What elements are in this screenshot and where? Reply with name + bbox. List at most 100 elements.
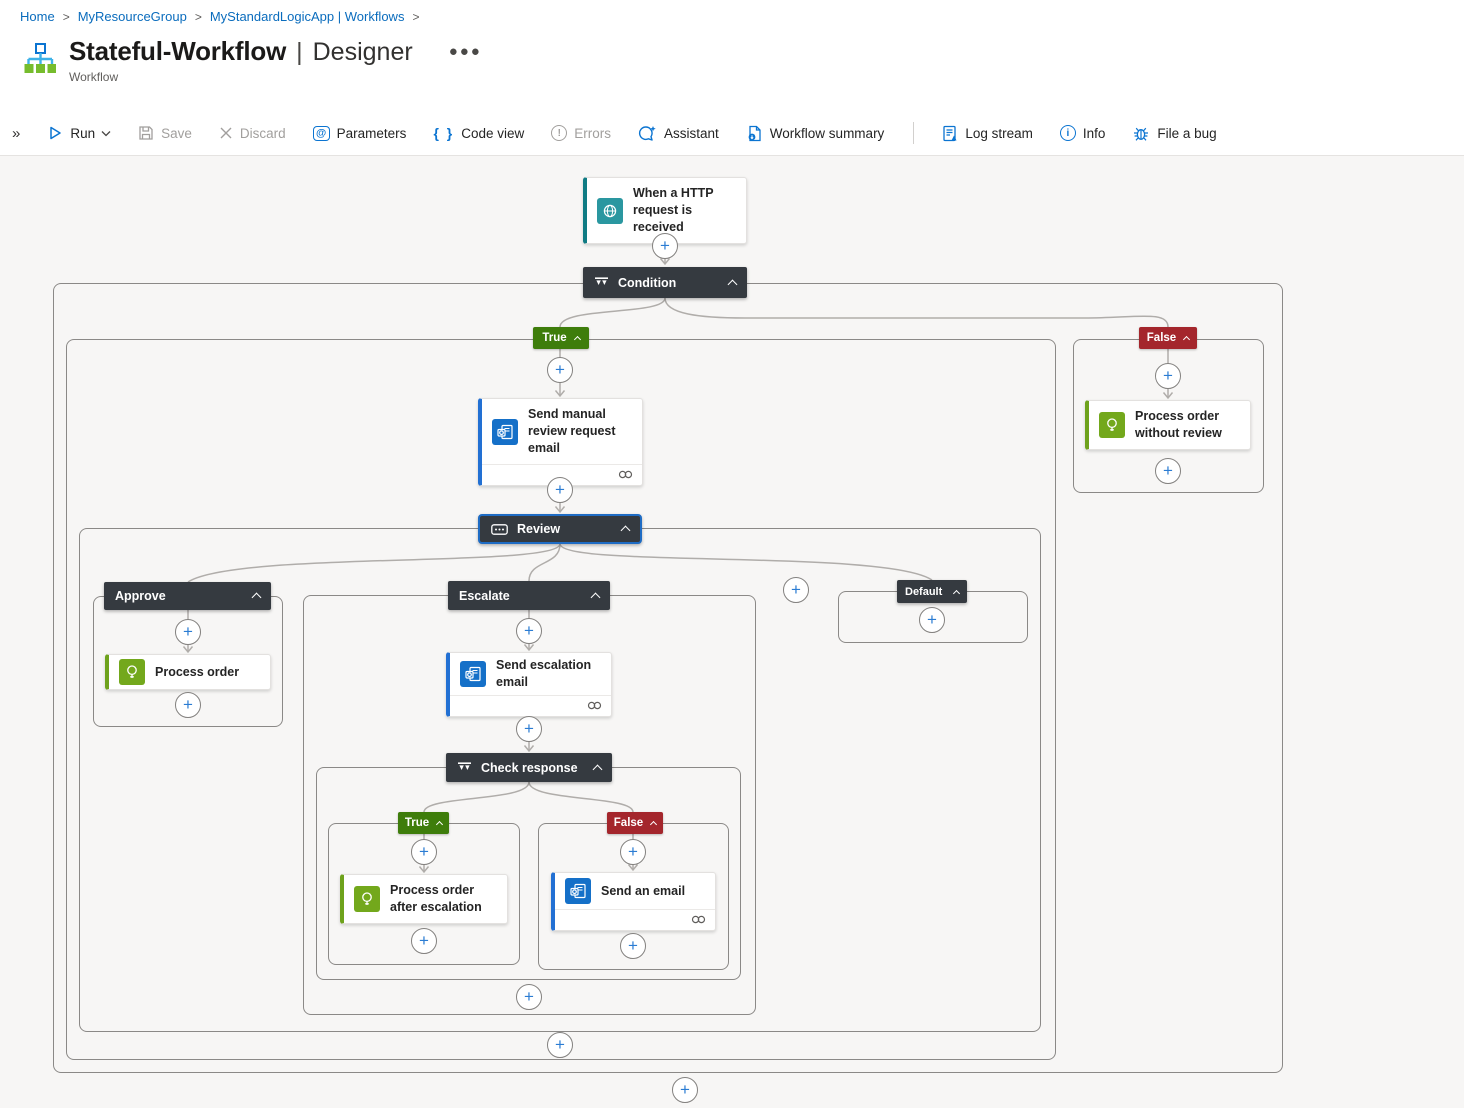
switch-icon: [491, 523, 508, 535]
inner-false-branch-badge[interactable]: False: [607, 812, 663, 834]
condition-title: Condition: [618, 275, 677, 290]
add-action-button[interactable]: +: [516, 716, 542, 742]
run-button[interactable]: Run: [47, 125, 111, 141]
review-switch-node[interactable]: Review: [478, 514, 642, 544]
collapse-chevron-icon[interactable]: [620, 525, 631, 536]
play-icon: [47, 125, 63, 141]
connection-link-icon[interactable]: [587, 697, 602, 715]
plus-icon: +: [555, 1035, 565, 1054]
node-title: Process order after escalation: [390, 883, 482, 914]
title-row: Stateful-Workflow | Designer ●●● Workflo…: [24, 36, 1464, 85]
process-order-after-escalation-node[interactable]: Process order after escalation: [340, 874, 508, 924]
title-view-label: Designer: [312, 38, 413, 66]
file-a-bug-label: File a bug: [1157, 125, 1217, 141]
condition-node[interactable]: Condition: [583, 267, 747, 298]
errors-button: ! Errors: [551, 125, 611, 141]
outlook-icon: [460, 661, 486, 687]
parameters-icon: @: [312, 125, 330, 141]
plus-icon: +: [660, 236, 670, 255]
plus-icon: +: [183, 695, 193, 714]
workflow-summary-icon: [746, 125, 763, 142]
add-action-button[interactable]: +: [175, 692, 201, 718]
plus-icon: +: [791, 580, 801, 599]
default-case-header[interactable]: Default: [897, 580, 967, 603]
discard-button: Discard: [219, 126, 286, 141]
add-case-button[interactable]: +: [783, 577, 809, 603]
errors-label: Errors: [574, 125, 612, 141]
process-icon: [119, 659, 145, 685]
node-title: Process order without review: [1135, 409, 1222, 440]
review-title: Review: [517, 522, 561, 536]
add-action-button[interactable]: +: [1155, 363, 1181, 389]
bug-icon: [1132, 125, 1150, 142]
code-view-button[interactable]: { } Code view: [433, 125, 524, 141]
page-title: Stateful-Workflow: [69, 36, 287, 66]
add-action-button[interactable]: +: [547, 477, 573, 503]
code-braces-icon: { }: [433, 125, 455, 141]
workflow-summary-button[interactable]: Workflow summary: [746, 125, 885, 142]
collapse-chevron-icon: [436, 820, 444, 829]
add-action-button[interactable]: +: [516, 618, 542, 644]
connection-link-icon[interactable]: [691, 911, 706, 929]
escalate-case-label: Escalate: [459, 588, 510, 603]
true-branch-badge[interactable]: True: [533, 327, 589, 349]
plus-icon: +: [927, 610, 937, 629]
condition-icon: [457, 761, 472, 774]
process-order-without-review-node[interactable]: Process order without review: [1085, 400, 1251, 450]
close-icon: [219, 126, 233, 140]
collapse-chevron-icon[interactable]: [592, 764, 603, 774]
add-action-button[interactable]: +: [175, 619, 201, 645]
assistant-button[interactable]: Assistant: [638, 125, 719, 142]
collapse-chevron-icon: [251, 592, 262, 603]
designer-canvas[interactable]: When a HTTP request is received Conditio…: [0, 156, 1464, 1108]
plus-icon: +: [628, 936, 638, 955]
add-action-button[interactable]: +: [1155, 458, 1181, 484]
breadcrumb-resource-group-link[interactable]: MyResourceGroup: [77, 9, 187, 24]
approve-case-header[interactable]: Approve: [104, 582, 271, 610]
process-icon: [1099, 412, 1125, 438]
send-an-email-node[interactable]: Send an email: [551, 872, 716, 931]
collapse-chevron-icon[interactable]: [727, 279, 738, 289]
collapse-chevron-icon: [573, 335, 581, 344]
more-options-icon[interactable]: ●●●: [448, 43, 482, 60]
add-action-button[interactable]: +: [672, 1077, 698, 1103]
toolbar-expand-icon[interactable]: »: [12, 124, 21, 142]
chevron-down-icon: [101, 130, 111, 137]
connection-link-icon[interactable]: [618, 466, 633, 484]
file-a-bug-button[interactable]: File a bug: [1132, 125, 1217, 142]
info-button[interactable]: i Info: [1059, 125, 1105, 141]
plus-icon: +: [555, 480, 565, 499]
trigger-node-http-request[interactable]: When a HTTP request is received: [583, 177, 747, 244]
title-divider: |: [296, 38, 303, 66]
inner-true-branch-badge[interactable]: True: [398, 812, 449, 834]
breadcrumb-separator-icon: >: [412, 9, 420, 24]
add-action-button[interactable]: +: [411, 928, 437, 954]
add-action-button[interactable]: +: [620, 839, 646, 865]
add-action-button[interactable]: +: [547, 1032, 573, 1058]
plus-icon: +: [1163, 461, 1173, 480]
check-response-node[interactable]: Check response: [446, 753, 612, 782]
breadcrumb-home-link[interactable]: Home: [20, 9, 55, 24]
send-escalation-email-node[interactable]: Send escalation email: [446, 652, 612, 717]
parameters-button[interactable]: @ Parameters: [312, 125, 406, 141]
node-title: Send escalation email: [496, 658, 592, 689]
send-manual-review-email-node[interactable]: Send manual review request email: [478, 398, 643, 486]
escalate-case-header[interactable]: Escalate: [448, 581, 610, 610]
add-action-button[interactable]: +: [652, 233, 678, 259]
approve-case-label: Approve: [115, 589, 166, 603]
false-branch-label: False: [1146, 332, 1177, 344]
add-action-button[interactable]: +: [547, 357, 573, 383]
http-request-icon: [597, 197, 623, 224]
false-branch-badge[interactable]: False: [1139, 327, 1197, 349]
log-stream-button[interactable]: Log stream: [941, 125, 1033, 142]
add-action-button[interactable]: +: [411, 839, 437, 865]
process-order-node[interactable]: Process order: [105, 654, 271, 690]
add-action-button[interactable]: +: [516, 984, 542, 1010]
error-icon: !: [551, 125, 568, 141]
true-branch-label: True: [542, 332, 567, 344]
workflow-summary-label: Workflow summary: [769, 125, 885, 141]
plus-icon: +: [680, 1080, 690, 1099]
add-action-button[interactable]: +: [919, 607, 945, 633]
add-action-button[interactable]: +: [620, 933, 646, 959]
breadcrumb-logicapp-link[interactable]: MyStandardLogicApp | Workflows: [209, 9, 405, 24]
